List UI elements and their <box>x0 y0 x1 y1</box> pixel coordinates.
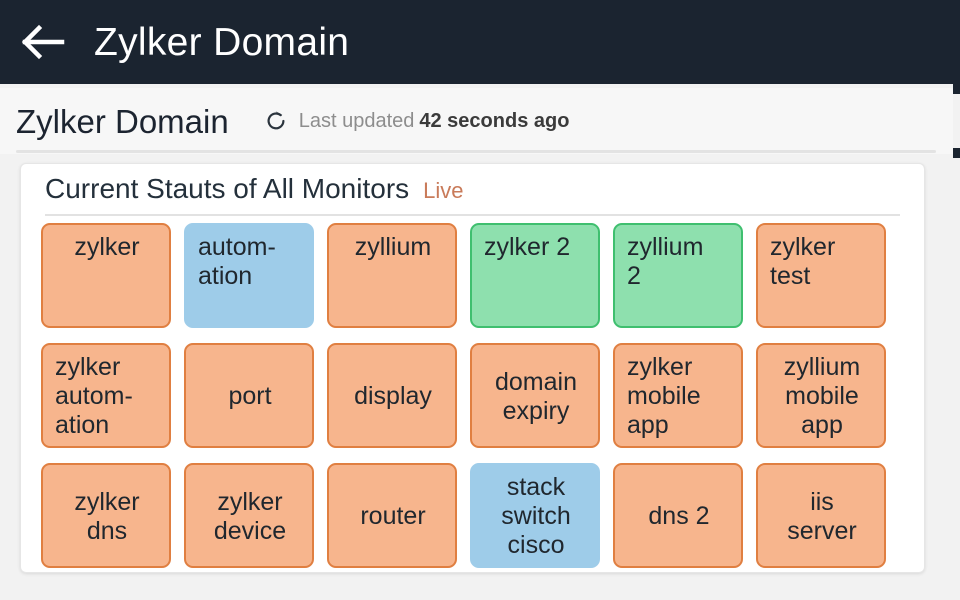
refresh-status[interactable]: Last updated 42 seconds ago <box>265 109 570 133</box>
monitor-tile-label: zyllium <box>354 233 432 261</box>
card-divider <box>45 214 900 216</box>
monitor-tile-label: port <box>228 382 272 410</box>
last-updated-value: 42 seconds ago <box>419 109 570 132</box>
monitor-tile-label: router <box>360 502 426 530</box>
monitor-tile-label: dns 2 <box>648 502 710 530</box>
monitor-tile[interactable]: port <box>184 343 314 448</box>
monitor-tile[interactable]: dns 2 <box>613 463 743 568</box>
arrow-left-icon <box>20 24 68 60</box>
refresh-icon[interactable] <box>265 110 287 132</box>
monitor-tile[interactable]: autom-ation <box>184 223 314 328</box>
monitors-card-title: Current Stauts of All Monitors <box>45 173 410 204</box>
monitors-card: Current Stauts of All Monitors Live zylk… <box>20 163 925 573</box>
page-title: Zylker Domain <box>16 102 229 140</box>
scroll-tick-top <box>953 84 960 94</box>
monitor-tile-label: autom-ation <box>198 233 276 290</box>
monitor-tile-label: zylker <box>74 233 140 261</box>
subheader-divider <box>16 150 936 153</box>
monitor-tile[interactable]: zyllium <box>327 223 457 328</box>
last-updated-label: Last updated <box>298 109 415 132</box>
scroll-tick-bottom <box>953 148 960 158</box>
page-subheader: Zylker Domain Last updated 42 seconds ag… <box>0 88 953 154</box>
monitor-tile[interactable]: display <box>327 343 457 448</box>
monitors-card-header: Current Stauts of All Monitors Live <box>21 164 924 205</box>
monitor-tile[interactable]: router <box>327 463 457 568</box>
back-button[interactable] <box>0 0 88 84</box>
app-bar-title: Zylker Domain <box>94 20 350 64</box>
monitor-tile-label: zylker 2 <box>484 233 571 261</box>
monitor-tile[interactable]: zylker 2 <box>470 223 600 328</box>
app-bar: Zylker Domain <box>0 0 960 84</box>
monitor-tile[interactable]: zylker <box>41 223 171 328</box>
live-badge: Live <box>423 178 464 203</box>
monitor-tile-label: display <box>354 382 432 410</box>
